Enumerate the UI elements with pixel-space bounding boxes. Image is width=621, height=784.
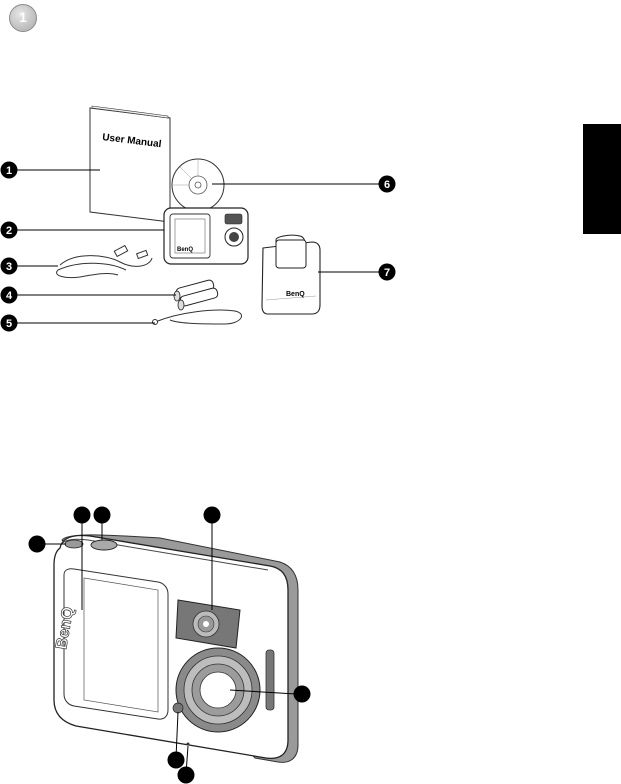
callout-7: 7 (379, 264, 396, 281)
front-callout-power (29, 536, 46, 553)
callout-4: 4 (1, 287, 18, 304)
side-port (266, 650, 274, 710)
svg-text:1: 1 (6, 165, 12, 177)
wrist-strap (153, 310, 242, 324)
front-callout-shutter (94, 507, 111, 524)
camera-front-illustration: BenQ (29, 507, 311, 784)
microphone (187, 743, 190, 746)
self-timer-led (173, 703, 183, 713)
usb-cable (57, 246, 152, 278)
camera-lens (176, 648, 260, 732)
callout-5: 5 (1, 315, 18, 332)
callout-3: 3 (1, 258, 18, 275)
power-button (65, 540, 83, 548)
svg-text:5: 5 (6, 318, 12, 330)
front-callout-flash (204, 507, 221, 524)
user-manual-booklet: User Manual (90, 106, 170, 222)
camera-back-brand: BenQ (177, 247, 193, 253)
camera-pouch: BenQ (262, 235, 320, 314)
front-callout-led (168, 752, 185, 769)
camera-back-view: BenQ (164, 208, 248, 264)
front-callout-mic (178, 767, 195, 784)
callout-1: 1 (1, 162, 18, 179)
svg-text:3: 3 (6, 261, 12, 273)
svg-text:2: 2 (6, 225, 12, 237)
callout-2: 2 (1, 222, 18, 239)
package-contents-illustration: User Manual BenQ (1, 106, 396, 332)
pouch-brand: BenQ (286, 291, 305, 298)
shutter-button (91, 540, 117, 550)
callout-6: 6 (379, 176, 396, 193)
batteries (174, 279, 219, 310)
front-callout-panel (74, 507, 91, 524)
cd-rom-disc (172, 159, 224, 211)
svg-text:6: 6 (384, 179, 390, 191)
svg-text:7: 7 (384, 267, 390, 279)
front-callout-lens (294, 686, 311, 703)
svg-text:4: 4 (6, 290, 13, 302)
